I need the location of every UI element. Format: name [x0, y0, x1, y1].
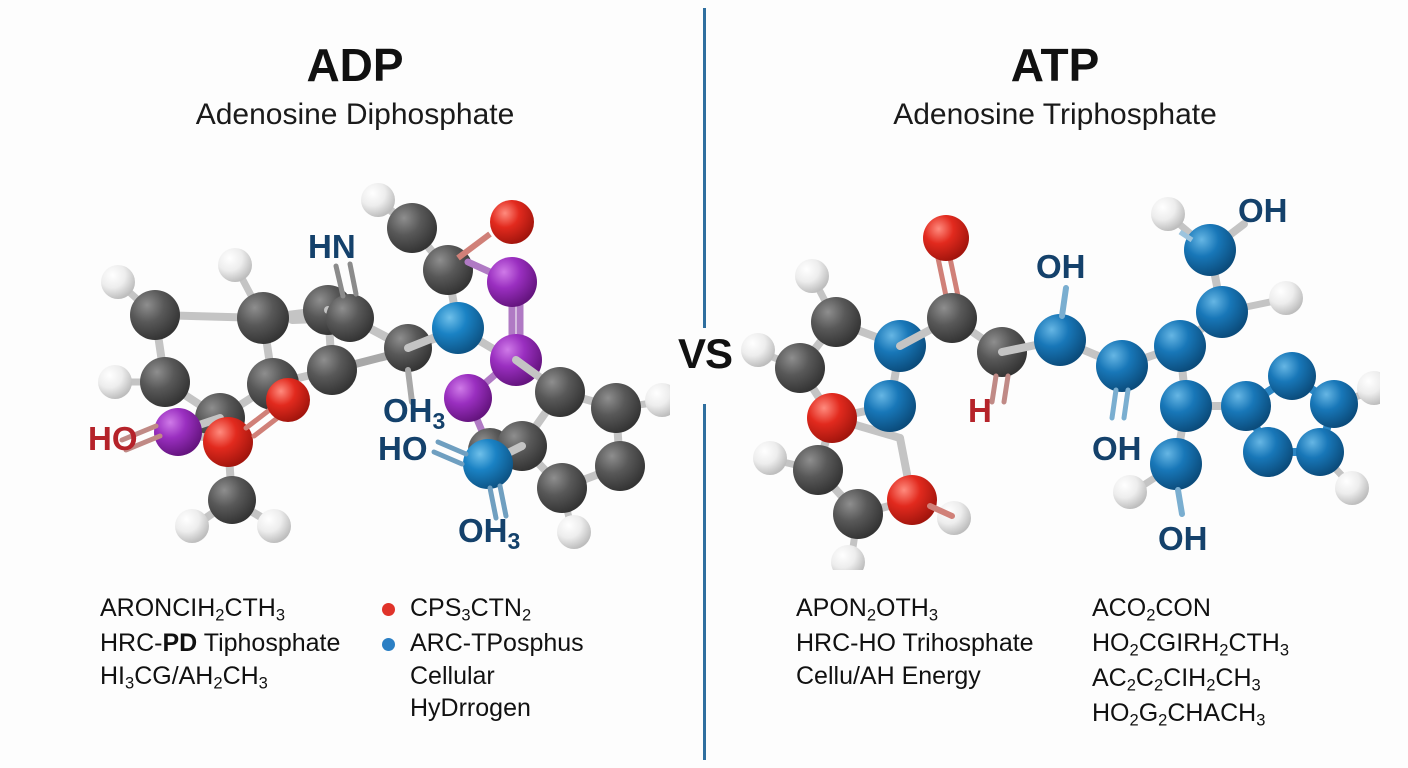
- center-divider-bottom: [703, 404, 706, 760]
- adp-phosphorus-1: [487, 257, 537, 307]
- adp-abbreviation: ADP: [306, 39, 404, 91]
- adp-desc-line-1: ARONCIH2CTH3: [100, 594, 286, 625]
- adp-chain-carbon-1: [326, 294, 374, 342]
- adp-nitrogen: [432, 302, 484, 354]
- adp-legend-item-red: CPS3CTN2: [382, 592, 584, 627]
- atp-desc-line-1: APON2OTH3: [796, 594, 939, 625]
- vs-label: VS: [677, 330, 733, 377]
- atp-desc-right-line-4: HO2G2CHACH3: [1092, 699, 1266, 730]
- adp-desc-line-2: HRC-PD Tiphosphate: [100, 629, 341, 658]
- adp-phosphorus-3: [444, 374, 492, 422]
- atp-desc-right-line-3: AC2C2CIH2CH3: [1092, 664, 1261, 695]
- atp-desc-line-2: HRC-HO Trihosphate: [796, 629, 1034, 658]
- atp-label-oh-mid-bottom: OH: [1092, 430, 1142, 467]
- adp-label-hn: HN: [308, 228, 356, 265]
- adp-molecule-diagram: HN OH3 HO HO OH3: [60, 170, 670, 570]
- adp-nitrogen-bottom: [463, 439, 513, 489]
- adp-description-left: ARONCIH2CTH3 HRC-PD Tiphosphate HI3CG/AH…: [100, 592, 340, 695]
- atp-oxygen-top: [923, 215, 969, 261]
- atp-label-oh-top-right: OH: [1238, 192, 1288, 229]
- adp-label-oh3-bottom: OH3: [458, 512, 520, 554]
- atp-label-h-red: H: [968, 392, 992, 429]
- adp-oxygen-top: [490, 200, 534, 244]
- atp-panel-header: ATP Adenosine Triphosphate: [760, 42, 1350, 130]
- center-divider-top: [703, 8, 706, 328]
- atp-desc-right-line-2: HO2CGIRH2CTH3: [1092, 629, 1290, 660]
- adp-full-name: Adenosine Diphosphate: [195, 98, 515, 131]
- atp-branch-upper: [1184, 224, 1236, 276]
- adp-phosphorus-left: [154, 408, 202, 456]
- atp-label-oh-bottom-right: OH: [1158, 520, 1208, 557]
- atp-phosphate-1: [1034, 314, 1086, 366]
- atp-desc-line-3: Cellu/AH Energy: [796, 661, 981, 690]
- adp-legend-item-blue: ARC-TPosphus: [382, 627, 584, 660]
- adp-legend-item-hydrogen: HyDrrogen: [410, 694, 531, 723]
- adp-desc-line-3: HI3CG/AH2CH3: [100, 661, 268, 693]
- adp-ring-atoms: [98, 248, 357, 443]
- atp-label-oh-mid-top: OH: [1036, 248, 1086, 285]
- atp-desc-right-line-1: ACO2CON: [1092, 594, 1211, 625]
- atp-branch-lower: [1150, 438, 1202, 490]
- red-bullet-icon: [382, 603, 395, 616]
- atp-phosphate-3: [1154, 320, 1206, 372]
- atp-full-name: Adenosine Triphosphate: [893, 98, 1217, 131]
- adp-description-right: CPS3CTN2 ARC-TPosphus Cellular HyDrrogen: [382, 592, 584, 725]
- adp-oxygen-left-2: [266, 378, 310, 422]
- adp-label-oh3: OH3: [383, 392, 445, 434]
- atp-ring-atoms-left: [741, 259, 971, 570]
- atp-abbreviation: ATP: [1010, 39, 1100, 91]
- adp-legend-item-cellular: Cellular: [410, 661, 495, 690]
- blue-bullet-icon: [382, 638, 395, 652]
- atp-molecule-diagram: OH OH OH OH H: [740, 170, 1380, 570]
- adp-oxygen-left-1: [203, 417, 253, 467]
- adp-panel-header: ADP Adenosine Diphosphate: [60, 42, 650, 130]
- atp-description-right: ACO2CON HO2CGIRH2CTH3 AC2C2CIH2CH3 HO2G2…: [1092, 592, 1289, 732]
- atp-phosphate-2: [1096, 340, 1148, 392]
- adp-label-ho-blue: HO: [378, 430, 428, 467]
- adp-label-ho-red: HO: [88, 420, 138, 457]
- atp-description-left: APON2OTH3 HRC-HO Trihosphate Cellu/AH En…: [796, 592, 1034, 692]
